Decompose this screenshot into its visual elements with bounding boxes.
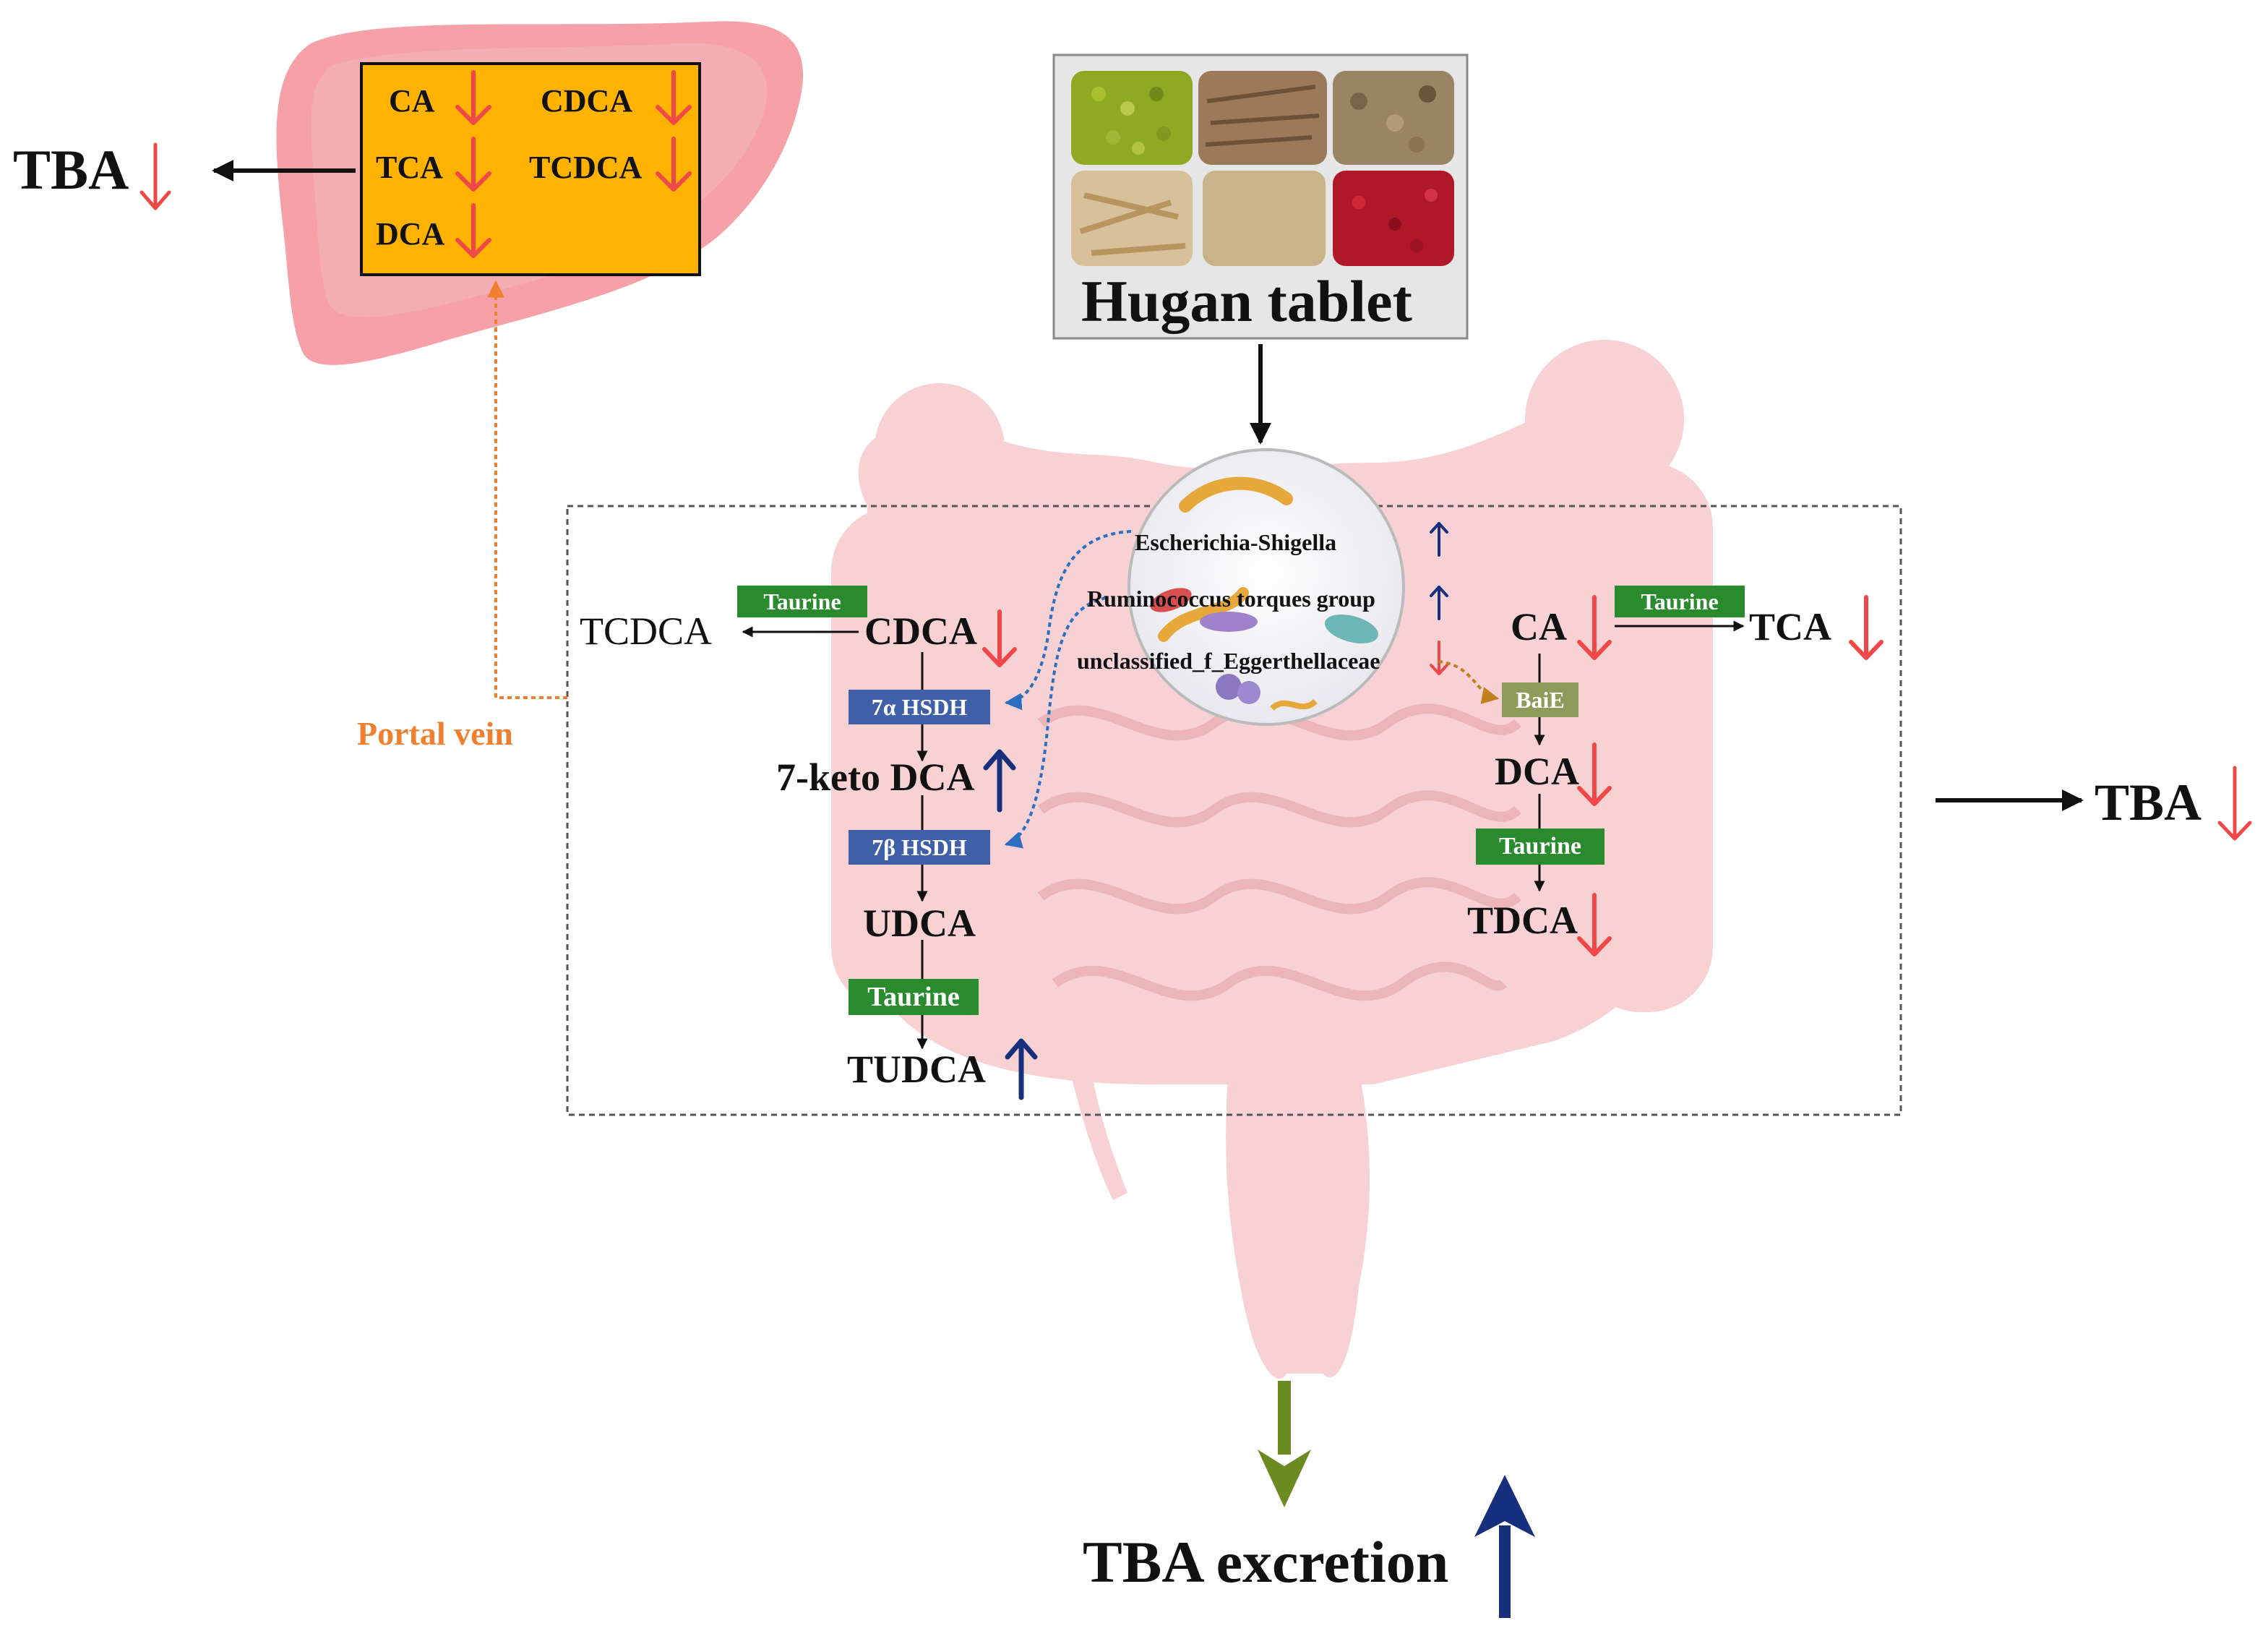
- taurine-tag-cdca-text: Taurine: [763, 588, 841, 615]
- liver-tca-label: TCA: [376, 150, 443, 185]
- taxon-unclassified-eggerthellaceae: unclassified_f_Eggerthellaceae: [1077, 648, 1380, 674]
- enzyme-7a-hsdh-text: 7α HSDH: [871, 694, 968, 720]
- enzyme-baie-text: BaiE: [1516, 687, 1565, 713]
- excretion-arrow: [1258, 1381, 1311, 1507]
- taurine-tag-udca: Taurine: [849, 979, 979, 1015]
- gut-tba-label: TBA: [2095, 774, 2202, 831]
- liver-decrease-arrows: [455, 70, 692, 258]
- excretion-increase-arrow: [1474, 1475, 1535, 1618]
- taurine-tag-ca: Taurine: [1615, 586, 1745, 617]
- udca-label: UDCA: [863, 902, 976, 945]
- liver-tba-decrease-arrow: [139, 142, 171, 210]
- taurine-tag-cdca: Taurine: [737, 586, 867, 617]
- herb-photo-4: [1071, 171, 1193, 266]
- ca-label: CA: [1511, 605, 1567, 648]
- influence-baie: [1438, 660, 1500, 704]
- tcdca-label: TCDCA: [580, 609, 713, 653]
- portal-vein-label: Portal vein: [357, 715, 513, 752]
- tdca-label: TDCA: [1467, 899, 1578, 942]
- gut-tba-decrease-arrow: [2217, 766, 2252, 841]
- right-trend-arrows: [1577, 595, 1883, 956]
- herb-images: [1071, 71, 1454, 266]
- enzyme-baie: BaiE: [1502, 682, 1578, 717]
- influence-7a-hsdh: [1004, 530, 1132, 711]
- herb-photo-5: [1203, 171, 1326, 266]
- liver-ca-label: CA: [389, 83, 435, 119]
- portal-vein-path: [487, 280, 567, 699]
- intestine-folds: [1037, 703, 1521, 1001]
- liver-dca-label: DCA: [376, 216, 445, 252]
- taxon-ruminococcus-torques-group: Ruminococcus torques group: [1087, 586, 1375, 612]
- liver-tba-label: TBA: [13, 138, 129, 201]
- left-trend-arrows: [982, 609, 1038, 1100]
- tca-label: TCA: [1749, 605, 1832, 648]
- enzyme-7a-hsdh: 7α HSDH: [849, 690, 990, 724]
- taurine-tag-dca: Taurine: [1476, 829, 1605, 865]
- liver-bile-acid-box: [360, 62, 701, 276]
- herb-photo-1: [1071, 71, 1193, 165]
- hugan-tablet-title: Hugan tablet: [1081, 268, 1412, 334]
- bacteria-icons: [1150, 476, 1378, 711]
- influence-7b-hsdh: [1004, 596, 1107, 849]
- microbiota-lens: [1127, 448, 1405, 726]
- 7-keto-dca-label: 7-keto DCA: [776, 755, 975, 799]
- liver-tcdca-label: TCDCA: [529, 150, 643, 185]
- enzyme-7b-hsdh-text: 7β HSDH: [872, 834, 967, 860]
- taurine-tag-dca-text: Taurine: [1498, 833, 1581, 860]
- liver-cdca-label: CDCA: [541, 83, 633, 119]
- tudca-label: TUDCA: [847, 1048, 987, 1091]
- taxa-trend-arrows: [1430, 522, 1448, 675]
- taurine-tag-udca-text: Taurine: [867, 982, 960, 1012]
- tba-excretion-label: TBA excretion: [1083, 1529, 1449, 1595]
- cdca-label: CDCA: [864, 609, 977, 653]
- taxon-escherichia-shigella: Escherichia-Shigella: [1135, 529, 1337, 555]
- enzyme-7b-hsdh: 7β HSDH: [849, 830, 990, 865]
- taurine-tag-ca-text: Taurine: [1641, 588, 1719, 615]
- dca-label: DCA: [1495, 750, 1579, 793]
